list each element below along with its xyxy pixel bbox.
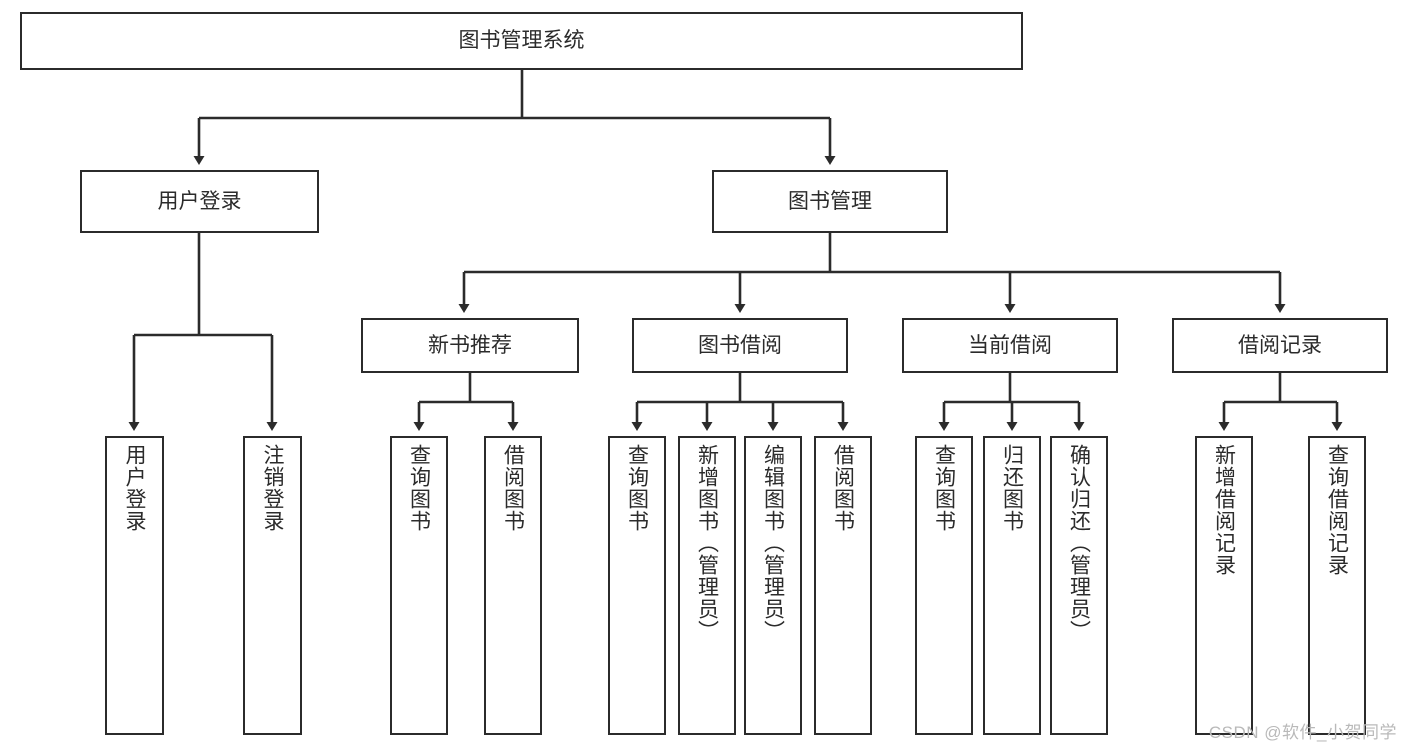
node-leaf-borrow-book-1-label: 借阅图书: [501, 444, 525, 532]
node-leaf-add-book-label: 新增图书（管理员）: [695, 444, 719, 642]
node-book-manage-label: 图书管理: [788, 189, 872, 213]
node-current-borrow-label: 当前借阅: [968, 333, 1052, 357]
node-leaf-confirm-return[interactable]: 确认归还（管理员）: [1050, 436, 1108, 735]
node-leaf-query-book-1-label: 查询图书: [407, 444, 431, 532]
node-new-book-recommend[interactable]: 新书推荐: [361, 318, 579, 373]
node-root-label: 图书管理系统: [458, 29, 585, 53]
node-book-borrow[interactable]: 图书借阅: [632, 318, 848, 373]
node-leaf-confirm-return-label: 确认归还（管理员）: [1067, 444, 1091, 642]
node-leaf-logout-label: 注销登录: [261, 444, 284, 532]
node-leaf-borrow-book-1[interactable]: 借阅图书: [484, 436, 542, 735]
edges-currentborrow-to-leaves: [938, 373, 1085, 431]
edges-bookborrow-to-leaves: [631, 373, 849, 431]
node-leaf-borrow-book-2[interactable]: 借阅图书: [814, 436, 872, 735]
node-leaf-query-book-2-label: 查询图书: [625, 444, 649, 532]
node-leaf-query-book-2[interactable]: 查询图书: [608, 436, 666, 735]
node-leaf-add-record-label: 新增借阅记录: [1212, 444, 1236, 576]
node-leaf-add-book[interactable]: 新增图书（管理员）: [678, 436, 736, 735]
node-leaf-query-record[interactable]: 查询借阅记录: [1308, 436, 1366, 735]
node-leaf-edit-book-label: 编辑图书（管理员）: [761, 444, 785, 642]
node-root[interactable]: 图书管理系统: [20, 12, 1023, 70]
node-leaf-query-book-1[interactable]: 查询图书: [390, 436, 448, 735]
node-leaf-borrow-book-2-label: 借阅图书: [831, 444, 855, 532]
node-leaf-user-login[interactable]: 用户登录: [105, 436, 164, 735]
node-leaf-return-book[interactable]: 归还图书: [983, 436, 1041, 735]
node-book-manage[interactable]: 图书管理: [712, 170, 948, 233]
node-leaf-query-book-3[interactable]: 查询图书: [915, 436, 973, 735]
node-leaf-query-record-label: 查询借阅记录: [1325, 444, 1349, 576]
node-borrow-record[interactable]: 借阅记录: [1172, 318, 1388, 373]
node-user-login[interactable]: 用户登录: [80, 170, 319, 233]
node-leaf-user-login-label: 用户登录: [123, 444, 146, 532]
node-leaf-logout[interactable]: 注销登录: [243, 436, 302, 735]
edges-root-to-level1: [193, 70, 836, 165]
node-borrow-record-label: 借阅记录: [1238, 333, 1322, 357]
node-book-borrow-label: 图书借阅: [698, 333, 782, 357]
node-leaf-query-book-3-label: 查询图书: [932, 444, 956, 532]
node-leaf-return-book-label: 归还图书: [1000, 444, 1024, 532]
edges-borrowrecord-to-leaves: [1218, 373, 1343, 431]
edges-userlogin-to-leaves: [128, 233, 278, 431]
node-new-book-recommend-label: 新书推荐: [428, 333, 512, 357]
node-leaf-edit-book[interactable]: 编辑图书（管理员）: [744, 436, 802, 735]
edges-bookmanage-to-level2: [458, 233, 1286, 313]
node-current-borrow[interactable]: 当前借阅: [902, 318, 1118, 373]
node-user-login-label: 用户登录: [157, 189, 242, 213]
node-leaf-add-record[interactable]: 新增借阅记录: [1195, 436, 1253, 735]
edges-newbook-to-leaves: [413, 373, 519, 431]
